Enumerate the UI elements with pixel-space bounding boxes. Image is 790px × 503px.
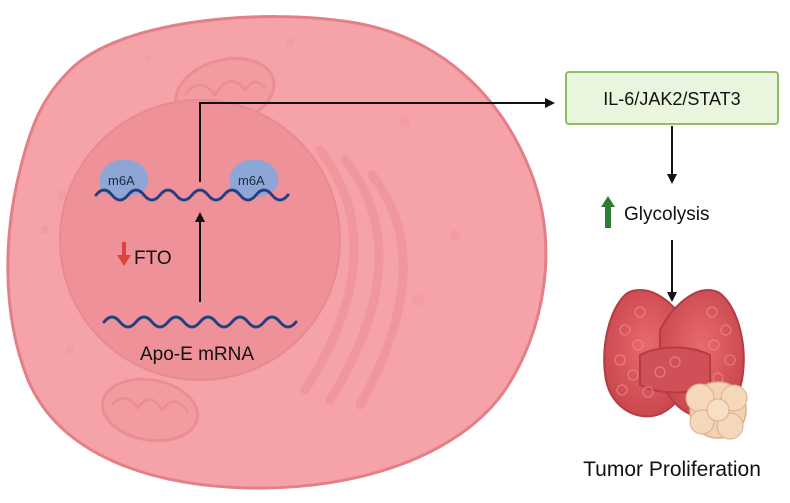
- tumor-mass: [685, 381, 748, 440]
- thyroid-with-tumor-icon: [603, 288, 748, 440]
- up-arrow-icon: [601, 196, 615, 228]
- pathway-box: IL-6/JAK2/STAT3: [565, 71, 779, 125]
- methylated-mrna: m6A m6A: [94, 159, 290, 202]
- pathway-connector: [199, 98, 555, 182]
- m6a-label-right: m6A: [238, 173, 265, 188]
- m6a-blob-right: [229, 159, 279, 198]
- m6a-blob-left: [99, 159, 149, 198]
- pathway-box-label: IL-6/JAK2/STAT3: [603, 89, 740, 109]
- mrna-wave-top: [94, 188, 290, 202]
- mrna-wave-bottom: [102, 315, 298, 329]
- cell-vesicles: [41, 38, 460, 354]
- fto-label: FTO: [134, 248, 172, 269]
- thyroid-texture: [614, 306, 736, 398]
- outcome-label: Tumor Proliferation: [583, 458, 761, 481]
- fto-indicator: FTO: [117, 242, 172, 269]
- m6a-label-left: m6A: [108, 173, 135, 188]
- mrna-label: Apo-E mRNA: [140, 344, 254, 365]
- endoplasmic-reticulum: [300, 145, 408, 410]
- down-arrow-icon: [117, 242, 131, 266]
- mitochondrion-bottom: [100, 377, 200, 443]
- glycolysis-indicator: Glycolysis: [601, 196, 710, 228]
- cell: [6, 15, 548, 490]
- glycolysis-label: Glycolysis: [624, 204, 710, 225]
